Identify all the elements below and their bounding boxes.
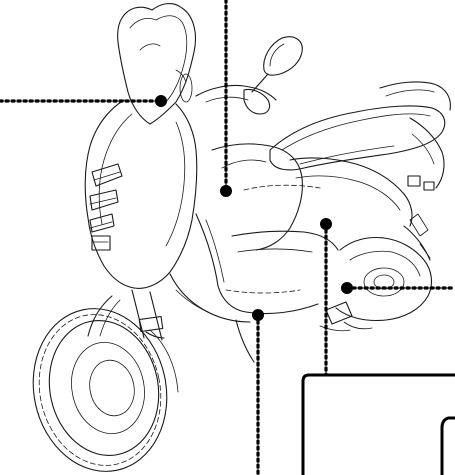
callout-box-frame <box>303 375 455 475</box>
callout-box-inner-edge <box>442 418 455 475</box>
front-wheel <box>18 296 181 475</box>
callout-dot-windshield <box>155 95 167 107</box>
callout-box <box>303 375 455 475</box>
callout-dot-side-panel <box>320 218 332 230</box>
callout-dot-front-panel-bottom <box>252 309 264 321</box>
handlebar <box>196 85 276 114</box>
seat <box>270 106 445 170</box>
floorboard <box>196 214 338 314</box>
mirror <box>252 37 302 92</box>
windshield <box>118 4 196 124</box>
front-fairing <box>85 100 197 288</box>
callout-dots <box>155 95 353 321</box>
lower-apron <box>170 274 254 362</box>
callout-dot-front-panel-top <box>220 185 232 197</box>
rear-tail <box>380 82 450 190</box>
callout-dot-engine <box>341 282 353 294</box>
engine <box>320 214 431 331</box>
